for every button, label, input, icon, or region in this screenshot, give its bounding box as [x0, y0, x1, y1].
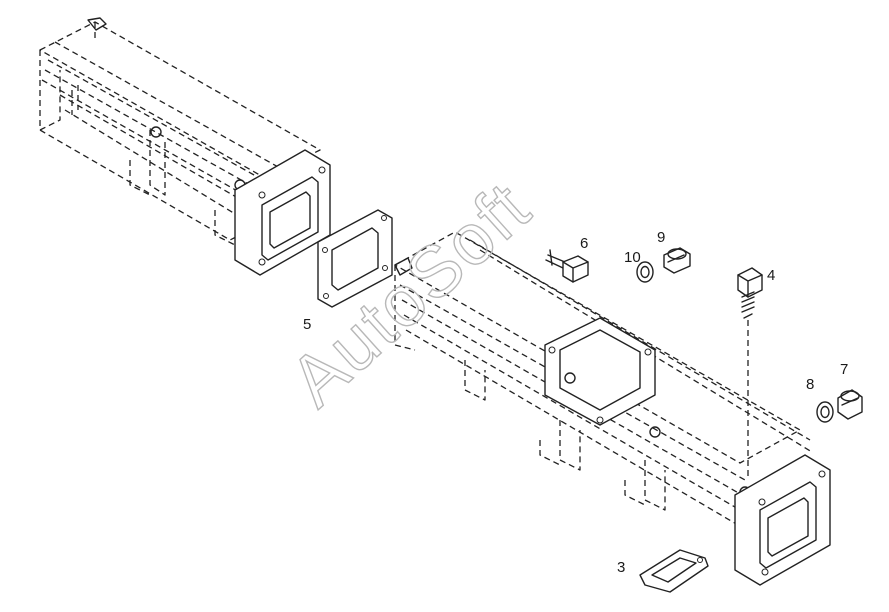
manifold-section-main — [394, 231, 831, 586]
washer-part-8 — [816, 401, 834, 423]
callout-7: 7 — [840, 361, 848, 378]
callout-3: 3 — [617, 559, 625, 576]
gasket-part-3 — [639, 549, 709, 593]
manifold-section-left — [39, 17, 331, 276]
callout-10: 10 — [624, 249, 641, 266]
washer-part-10 — [636, 261, 654, 283]
callout-5: 5 — [303, 316, 311, 333]
callout-6: 6 — [580, 235, 588, 252]
plug-part-7 — [837, 389, 863, 420]
plug-part-9 — [663, 247, 691, 274]
callout-9: 9 — [657, 229, 665, 246]
bolt-part-6 — [545, 249, 589, 283]
flange-gasket-part-5 — [317, 209, 393, 308]
callout-4: 4 — [767, 267, 775, 284]
callout-8: 8 — [806, 376, 814, 393]
bolt-part-4 — [737, 267, 763, 480]
